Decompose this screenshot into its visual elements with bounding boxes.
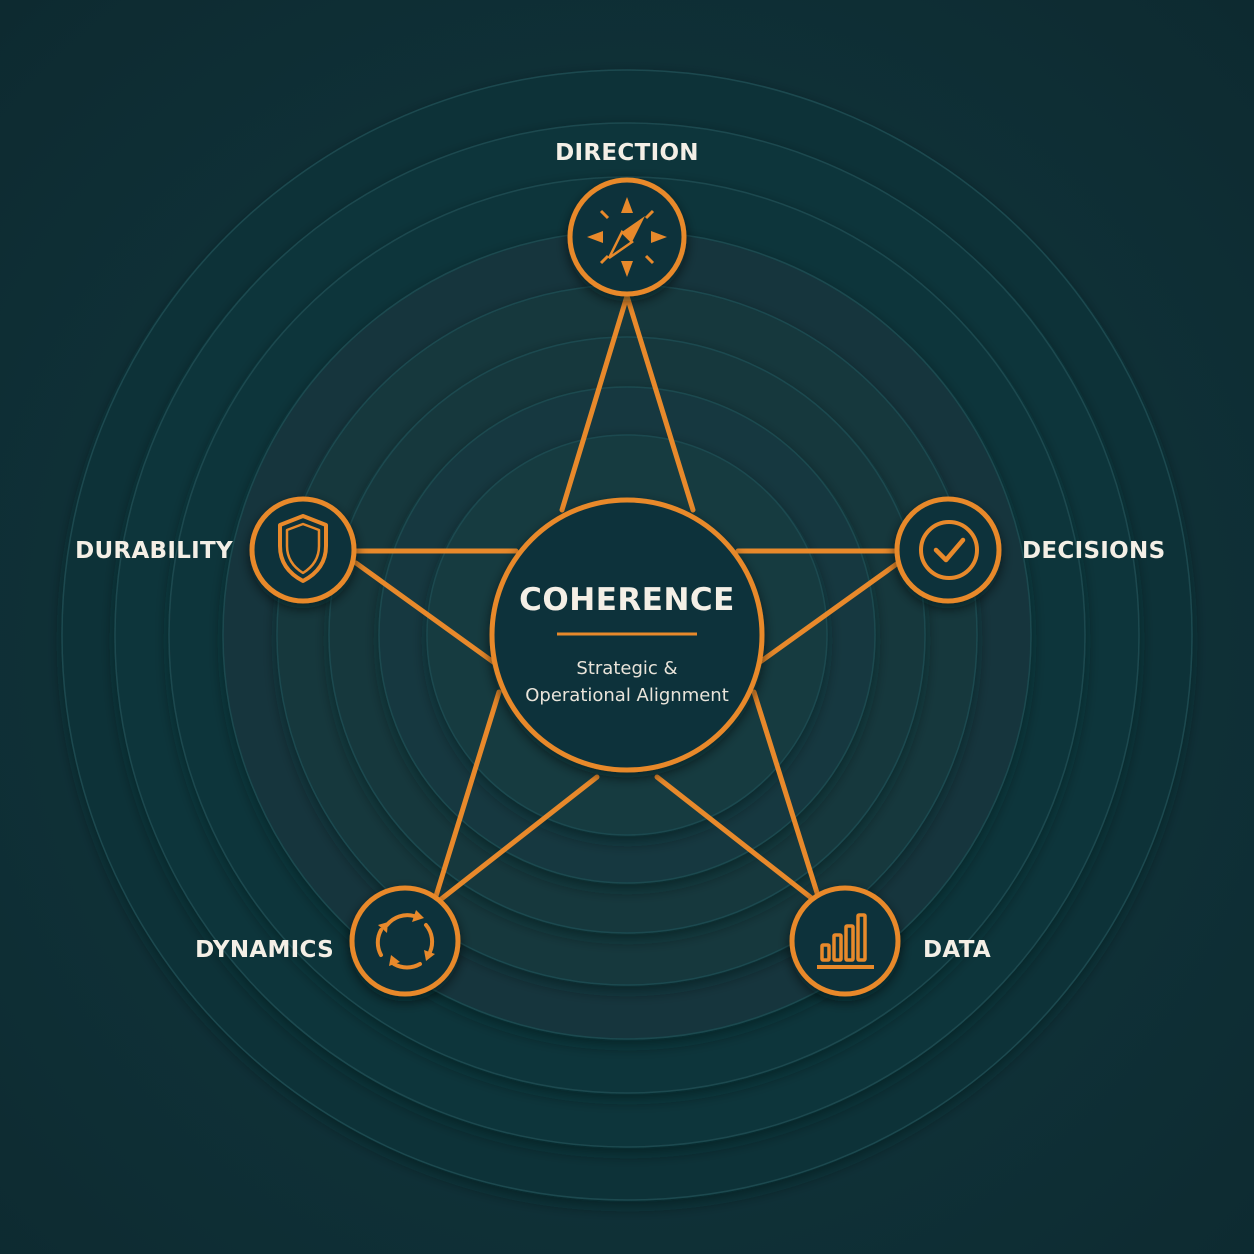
node-dynamics-label: DYNAMICS [195, 937, 334, 963]
node-decisions: DECISIONS [894, 496, 1165, 604]
connector-decisions-lower [757, 560, 901, 665]
node-data-label: DATA [923, 937, 991, 963]
connector-dynamics-up [433, 689, 502, 899]
connector-durability-lower [353, 560, 499, 667]
node-durability-circle [249, 496, 357, 604]
node-direction: DIRECTION [555, 140, 699, 297]
center-hub: COHERENCE Strategic & Operational Alignm… [489, 497, 765, 773]
connector-dynamics-center [437, 774, 600, 903]
connector-direction-left [559, 293, 630, 513]
check-circle-icon [919, 520, 979, 580]
node-decisions-label: DECISIONS [1022, 538, 1165, 564]
center-subtitle-line1: Strategic & [576, 658, 677, 679]
center-subtitle-line2: Operational Alignment [525, 685, 729, 706]
node-dynamics: DYNAMICS [195, 885, 461, 997]
connectors [353, 293, 901, 903]
shield-icon [278, 514, 328, 583]
node-dynamics-circle [349, 885, 461, 997]
connector-data-up [751, 689, 821, 899]
center-title: COHERENCE [519, 582, 735, 618]
node-durability-label: DURABILITY [75, 538, 233, 564]
node-decisions-circle [894, 496, 1002, 604]
connector-data-center [654, 774, 817, 903]
compass-icon [587, 197, 667, 277]
node-data: DATA [789, 885, 991, 997]
node-direction-label: DIRECTION [555, 140, 699, 166]
node-durability: DURABILITY [75, 496, 357, 604]
connector-direction-right [624, 293, 696, 513]
bar-chart-icon [817, 913, 874, 969]
cycle-arrows-icon [375, 910, 435, 970]
